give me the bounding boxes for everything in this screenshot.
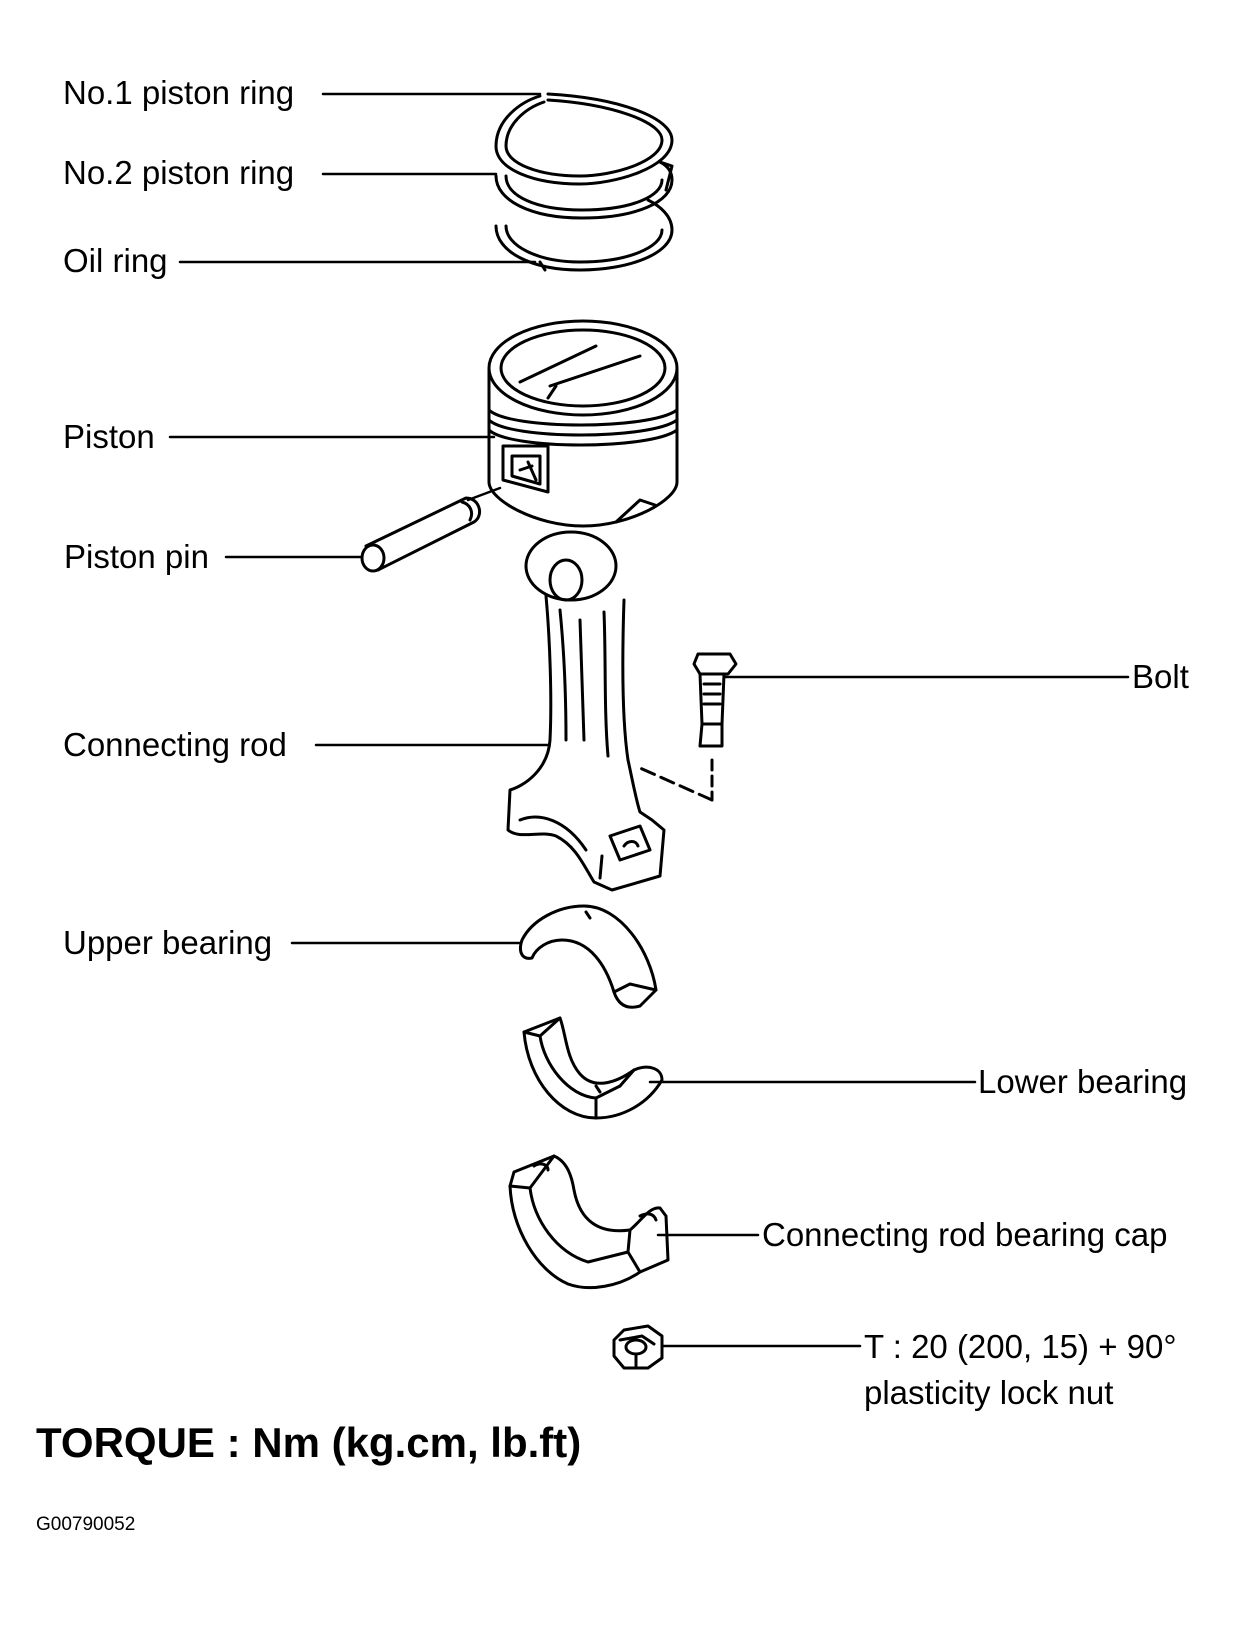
label-piston: Piston [63, 418, 155, 455]
label-piston-pin: Piston pin [64, 538, 209, 575]
label-oil-ring: Oil ring [63, 242, 168, 279]
no1-piston-ring [496, 94, 672, 184]
figure-code: G00790052 [36, 1514, 136, 1535]
connecting-rod [508, 532, 664, 890]
plasticity-lock-nut [614, 1326, 662, 1368]
piston-pin [362, 498, 480, 571]
leader-lines [170, 94, 1128, 1346]
label-upper-bearing: Upper bearing [63, 924, 273, 961]
connecting-rod-bearing-cap [510, 1156, 668, 1288]
label-bolt: Bolt [1132, 658, 1189, 695]
label-plasticity-lock-nut: plasticity lock nut [864, 1374, 1114, 1411]
label-lower-bearing: Lower bearing [978, 1063, 1188, 1100]
label-connecting-rod-bearing-cap: Connecting rod bearing cap [762, 1216, 1168, 1253]
label-connecting-rod: Connecting rod [63, 726, 287, 763]
upper-bearing-shell [520, 906, 656, 1007]
piston [489, 321, 677, 526]
bolt [640, 654, 736, 800]
label-torque-spec: T : 20 (200, 15) + 90° [864, 1328, 1177, 1365]
label-no1-piston-ring: No.1 piston ring [63, 74, 295, 111]
label-no2-piston-ring: No.2 piston ring [63, 154, 295, 191]
no2-piston-ring [496, 162, 672, 218]
lower-bearing-shell [524, 1018, 662, 1118]
oil-ring [496, 200, 672, 270]
torque-units-title: TORQUE : Nm (kg.cm, lb.ft) [36, 1419, 582, 1466]
